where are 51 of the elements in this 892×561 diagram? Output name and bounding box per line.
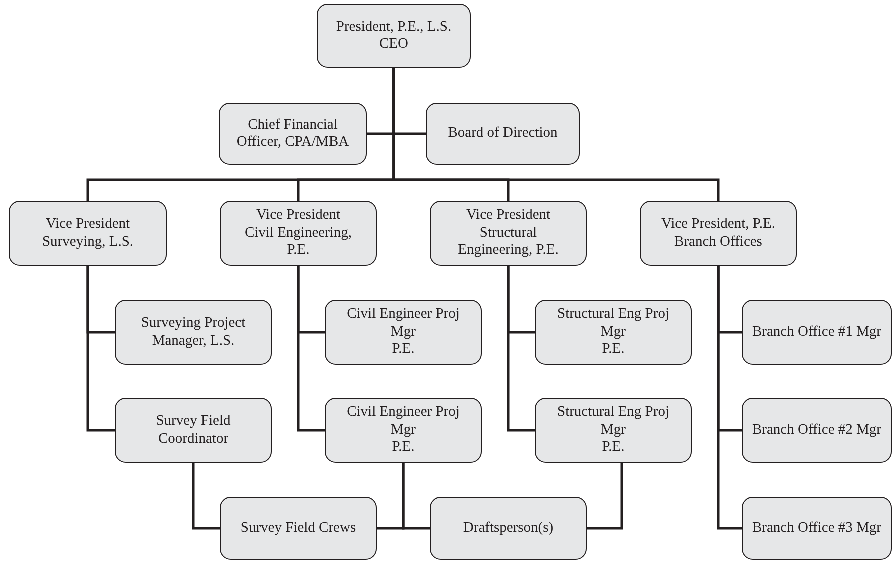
- position-box: [317, 4, 471, 68]
- position-title: Civil Engineer Proj Mgr: [346, 404, 461, 440]
- position-box: [535, 398, 692, 463]
- position-title: CEO: [380, 36, 408, 54]
- position-box: [742, 398, 892, 463]
- position-title: Vice President, P.E.: [662, 216, 776, 234]
- position-title: Draftsperson(s): [463, 520, 554, 538]
- position-title: Survey Field Crews: [240, 520, 356, 538]
- connector-line: [192, 463, 220, 530]
- position-box: [426, 103, 580, 165]
- position-box: [430, 201, 587, 266]
- position-title: Survey Field Coordinator: [155, 413, 232, 448]
- position-title: Surveying, L.S.: [42, 234, 134, 251]
- position-box: [115, 300, 272, 365]
- position-title: P.E.: [392, 439, 415, 457]
- position-title: Vice President: [256, 207, 341, 225]
- position-title: Structural Engineering, P.E.: [457, 224, 560, 260]
- position-title: Vice President: [466, 207, 551, 225]
- position-title: Branch Office #3 Mgr: [752, 520, 882, 538]
- position-title: President, P.E., L.S.: [336, 18, 452, 36]
- position-box: [640, 201, 797, 266]
- position-box: [219, 103, 367, 165]
- position-title: Structural Eng Proj Mgr: [556, 404, 670, 440]
- position-title: Branch Office #1 Mgr: [752, 324, 882, 342]
- position-box: [220, 497, 377, 560]
- connector-line: [297, 266, 325, 432]
- position-title: Chief Financial Officer, CPA/MBA: [236, 116, 350, 152]
- position-title: Civil Engineer Proj Mgr: [346, 306, 461, 342]
- position-box: [325, 300, 482, 365]
- position-title: Civil Engineering, P.E.: [244, 224, 354, 260]
- position-title: P.E.: [602, 439, 625, 457]
- position-title: Branch Offices: [674, 234, 762, 251]
- position-title: Branch Office #2 Mgr: [752, 422, 882, 440]
- connector-line: [507, 266, 535, 432]
- connector-line: [86, 266, 115, 432]
- connector-line: [587, 463, 624, 530]
- position-box: [535, 300, 692, 365]
- position-title: Surveying Project Manager, L.S.: [140, 315, 247, 350]
- position-box: [430, 497, 587, 560]
- connector-line: [402, 463, 430, 530]
- position-title: P.E.: [392, 341, 415, 359]
- position-box: [742, 300, 892, 365]
- position-title: Board of Direction: [448, 125, 558, 143]
- position-title: Structural Eng Proj Mgr: [556, 306, 670, 342]
- position-title: P.E.: [602, 341, 625, 359]
- position-title: Vice President: [46, 216, 130, 234]
- position-box: [115, 398, 272, 463]
- position-box: [9, 201, 167, 266]
- position-box: [742, 497, 892, 560]
- position-box: [325, 398, 482, 463]
- position-box: [220, 201, 377, 266]
